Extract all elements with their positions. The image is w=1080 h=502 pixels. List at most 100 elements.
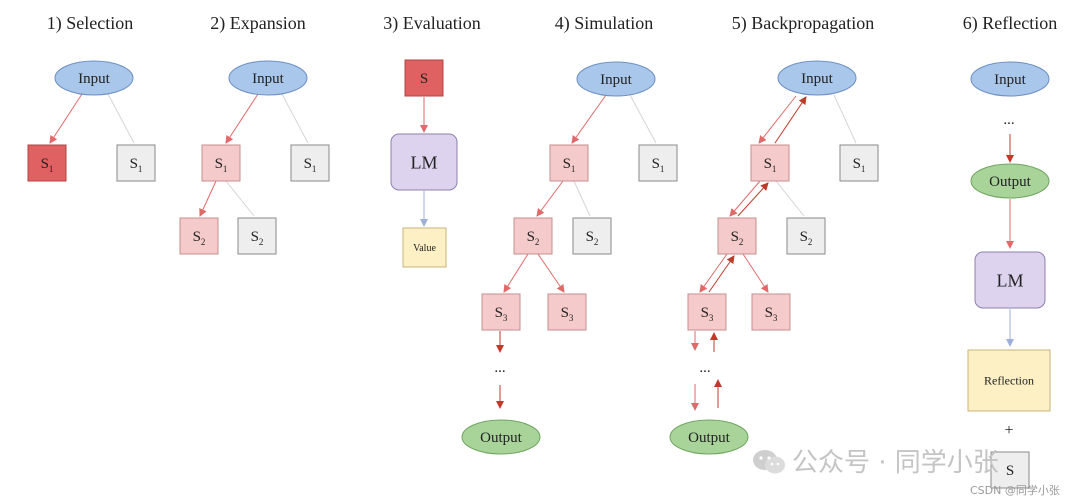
p2-s1-unexpanded-subscript: 1 bbox=[312, 164, 317, 174]
panel-title-2: 2) Expansion bbox=[210, 13, 305, 34]
p2-s2-unexpanded bbox=[237, 217, 277, 255]
p4-s1-expanded bbox=[549, 144, 589, 182]
p5-edge-grey-2 bbox=[775, 180, 805, 217]
p4-output-node bbox=[461, 419, 541, 455]
p1-s1-unexpanded bbox=[116, 144, 156, 182]
p2-edge-3 bbox=[199, 180, 217, 217]
p6-s-box bbox=[990, 451, 1030, 489]
p4-edge-4 bbox=[573, 180, 591, 217]
p2-s2-expanded bbox=[179, 217, 219, 255]
p1-s1-selected bbox=[27, 144, 67, 182]
p5-input-node-label: Input bbox=[801, 71, 833, 87]
p3-value-box-label: Value bbox=[413, 243, 436, 254]
p4-edge-6 bbox=[537, 253, 565, 293]
p3-lm-box bbox=[390, 133, 458, 191]
p5-s1-unexpanded bbox=[839, 144, 879, 182]
p2-s1-expanded bbox=[201, 144, 241, 182]
p2-s2-unexpanded-subscript: 2 bbox=[259, 237, 264, 247]
panel-title-4: 4) Simulation bbox=[555, 13, 654, 34]
p5-edge-down-1 bbox=[758, 95, 797, 144]
p2-s1-unexpanded bbox=[290, 144, 330, 182]
watermark-credit: CSDN @同学小张 bbox=[970, 484, 1060, 497]
watermark-brand-text: 公众号 · 同学小张 bbox=[792, 448, 999, 478]
p1-input-node-label: Input bbox=[78, 71, 110, 87]
p4-input-node bbox=[576, 61, 656, 97]
p3-s-selected-label: S bbox=[420, 71, 428, 87]
p1-s1-unexpanded-subscript: 1 bbox=[138, 164, 143, 174]
p6-output-node-label: Output bbox=[989, 174, 1032, 190]
p4-s2-expanded bbox=[513, 217, 553, 255]
p6-plus: + bbox=[1004, 422, 1013, 439]
p1-s1-selected-subscript: 1 bbox=[49, 164, 54, 174]
p6-lm-box bbox=[974, 251, 1046, 309]
p4-ellipsis: ... bbox=[494, 360, 505, 376]
p5-edge-down-3 bbox=[699, 253, 728, 293]
p6-output-node bbox=[970, 163, 1050, 199]
p4-s3-right bbox=[547, 293, 587, 331]
p5-s3-right-subscript: 3 bbox=[773, 313, 778, 323]
p6-input-node bbox=[970, 61, 1050, 97]
p5-s3-left bbox=[687, 293, 727, 331]
panel-titles: 1) Selection 2) Expansion 3) Evaluation 4) … bbox=[47, 13, 1057, 34]
p5-s1-unexpanded-subscript: 1 bbox=[861, 164, 866, 174]
p4-edge-3 bbox=[536, 180, 564, 217]
p5-s3-right bbox=[751, 293, 791, 331]
p2-edge-2 bbox=[281, 93, 309, 144]
p2-s2-expanded-subscript: 2 bbox=[201, 237, 206, 247]
p3-value-box bbox=[402, 227, 447, 268]
p5-s1-expanded bbox=[750, 144, 790, 182]
p4-s2-unexpanded-subscript: 2 bbox=[594, 237, 599, 247]
p5-s2-expanded-subscript: 2 bbox=[739, 237, 744, 247]
p5-edge-up-3 bbox=[708, 255, 735, 293]
p6-reflection-box bbox=[967, 349, 1051, 412]
p5-s2-unexpanded bbox=[786, 217, 826, 255]
panel-title-5: 5) Backpropagation bbox=[732, 13, 874, 34]
p4-s2-expanded-subscript: 2 bbox=[535, 237, 540, 247]
p4-input-node-label: Input bbox=[600, 72, 632, 88]
p5-input-node bbox=[777, 60, 857, 96]
p2-input-node bbox=[228, 60, 308, 96]
p3-lm-box-label: LM bbox=[411, 152, 438, 172]
p6-lm-box-label: LM bbox=[997, 270, 1024, 290]
p4-s1-unexpanded-subscript: 1 bbox=[660, 164, 665, 174]
p2-s1-expanded-subscript: 1 bbox=[223, 164, 228, 174]
p6-s-box-label: S bbox=[1006, 463, 1014, 479]
p4-edge-2 bbox=[629, 94, 657, 144]
p4-edge-5 bbox=[503, 253, 529, 293]
p5-edge-down-2 bbox=[729, 180, 761, 217]
p6-ellipsis: ... bbox=[1003, 112, 1014, 128]
p4-s3-left bbox=[481, 293, 521, 331]
p6-reflection-box-label: Reflection bbox=[984, 374, 1034, 388]
p5-edge-grey-3 bbox=[742, 253, 769, 293]
p4-s3-right-subscript: 3 bbox=[569, 313, 574, 323]
p4-s1-unexpanded bbox=[638, 144, 678, 182]
p5-s1-expanded-subscript: 1 bbox=[772, 164, 777, 174]
p5-edge-up-4 bbox=[737, 182, 769, 217]
p5-ellipsis: ... bbox=[699, 360, 710, 376]
p2-input-node-label: Input bbox=[252, 71, 284, 87]
p4-s2-unexpanded bbox=[572, 217, 612, 255]
p1-edge-grey bbox=[107, 93, 135, 144]
p5-edge-grey-1 bbox=[833, 94, 857, 144]
p6-input-node-label: Input bbox=[994, 72, 1026, 88]
p3-s-selected bbox=[404, 59, 444, 97]
p5-s2-expanded bbox=[717, 217, 757, 255]
p5-output-node bbox=[669, 419, 749, 455]
p5-output-node-label: Output bbox=[688, 430, 731, 446]
edges bbox=[49, 93, 1014, 411]
p5-s2-unexpanded-subscript: 2 bbox=[808, 237, 813, 247]
p4-output-node-label: Output bbox=[480, 430, 523, 446]
panel-title-6: 6) Reflection bbox=[963, 13, 1057, 34]
p4-s1-expanded-subscript: 1 bbox=[571, 164, 576, 174]
p2-edge-4 bbox=[225, 180, 255, 217]
panel-title-1: 1) Selection bbox=[47, 13, 133, 34]
p1-input-node bbox=[54, 60, 134, 96]
wechat-icon bbox=[752, 449, 786, 475]
p5-s3-left-subscript: 3 bbox=[709, 313, 714, 323]
p1-edge-selected bbox=[49, 93, 83, 144]
panel-title-3: 3) Evaluation bbox=[383, 13, 480, 34]
p4-edge-1 bbox=[571, 94, 607, 144]
p2-edge-1 bbox=[225, 93, 259, 144]
